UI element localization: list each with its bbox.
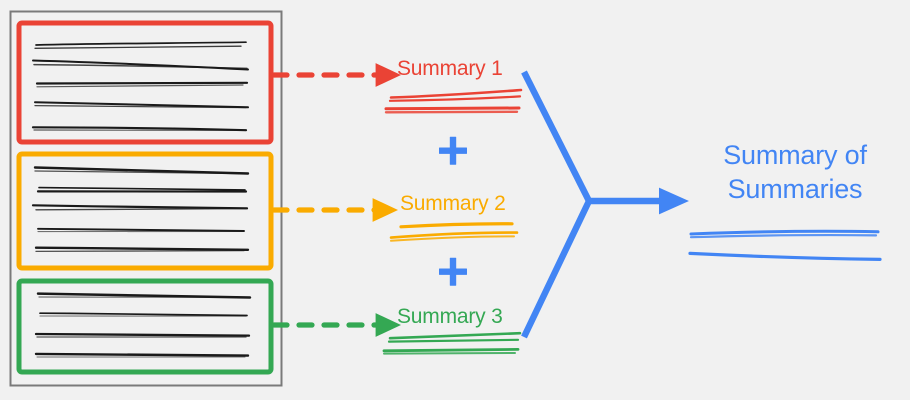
chunk-2-text-lines (31, 166, 250, 253)
summary-of-summaries-line-1: Summary of (723, 140, 867, 170)
chunk-2-group (16, 151, 274, 271)
chunk-2-box[interactable] (16, 151, 274, 271)
chunk-1-box[interactable] (16, 20, 274, 145)
summary-of-summaries-line-2: Summaries (727, 174, 863, 204)
summary-of-summaries-underlines (688, 229, 882, 261)
chunk-3-box[interactable] (16, 278, 274, 375)
summary-1-label: Summary 1 (397, 57, 503, 80)
plus-1-icon (439, 136, 467, 165)
document-container (9, 10, 283, 387)
summary-2-label: Summary 2 (400, 192, 506, 215)
plus-2-icon (439, 257, 467, 286)
chunk-3-group (16, 278, 274, 375)
chunk-3-text-lines (34, 292, 252, 358)
chunk-1-text-lines (31, 41, 249, 132)
summary-2-underlines (389, 222, 519, 242)
summary-3-label: Summary 3 (397, 305, 503, 328)
summary-of-summaries-label: Summary of Summaries (700, 138, 890, 206)
summary-3-underlines (382, 331, 522, 355)
summary-1-underlines (384, 88, 523, 114)
merge-arrow-to-final (521, 70, 592, 339)
chunk-1-group (16, 20, 274, 145)
